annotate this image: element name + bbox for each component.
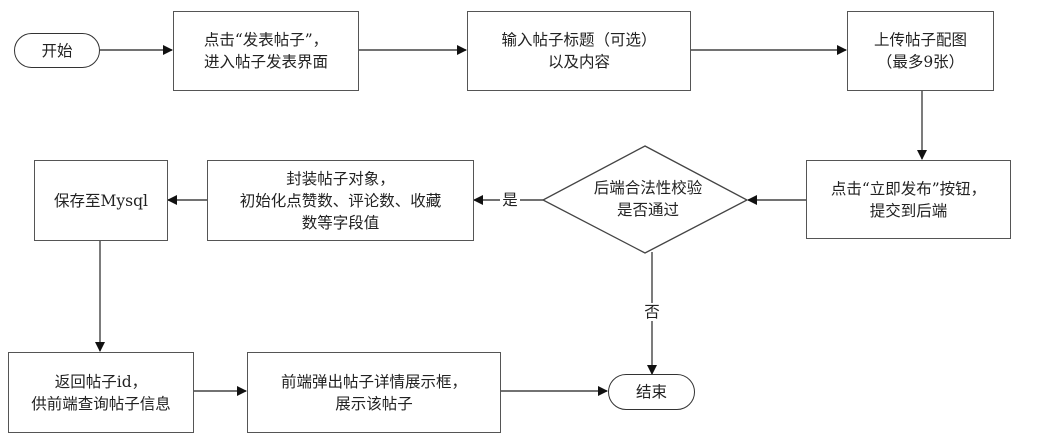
click-publish-line-2: 提交到后端 [869, 201, 948, 220]
start-label: 开始 [41, 41, 73, 60]
upload-images-line-1: 上传帖子配图 [873, 31, 967, 49]
input-title-step: 输入帖子标题（可选） 以及内容 [467, 11, 691, 91]
click-publish-step: 点击“立即发布”按钮， 提交到后端 [806, 160, 1011, 239]
upload-images-line-2: （最多9张） [876, 53, 965, 71]
return-id-line-1: 返回帖子id， [54, 372, 148, 391]
save-mysql-line-1: 保存至Mysql [54, 191, 148, 210]
wrap-object-line-2: 初始化点赞数、评论数、收藏 [239, 191, 442, 210]
upload-images-step: 上传帖子配图 （最多9张） [847, 11, 994, 91]
click-post-step: 点击“发表帖子”， 进入帖子发表界面 [173, 11, 359, 91]
show-detail-step: 前端弹出帖子详情展示框， 展示该帖子 [247, 352, 501, 433]
end-terminator: 结束 [608, 374, 695, 410]
click-publish-line-1: 点击“立即发布”按钮， [830, 179, 987, 198]
return-id-line-2: 供前端查询帖子信息 [31, 394, 171, 413]
click-post-line-1: 点击“发表帖子”， [203, 31, 329, 49]
validate-line-2: 是否通过 [616, 201, 679, 219]
decision-diamond-shape [541, 145, 749, 254]
start-terminator: 开始 [14, 33, 100, 68]
wrap-object-line-1: 封装帖子对象， [286, 169, 395, 188]
wrap-object-line-3: 数等字段值 [301, 213, 380, 232]
validate-decision: 后端合法性校验 是否通过 [573, 172, 723, 226]
show-detail-line-1: 前端弹出帖子详情展示框， [280, 372, 467, 391]
edge-label-yes: 是 [500, 191, 520, 209]
edge-label-no: 否 [643, 303, 661, 321]
show-detail-line-2: 展示该帖子 [335, 394, 413, 413]
input-title-line-1: 输入帖子标题（可选） [501, 31, 657, 49]
validate-line-1: 后端合法性校验 [593, 179, 703, 197]
input-title-line-2: 以及内容 [547, 53, 610, 71]
return-id-step: 返回帖子id， 供前端查询帖子信息 [8, 352, 194, 433]
end-label: 结束 [635, 383, 667, 401]
wrap-object-step: 封装帖子对象， 初始化点赞数、评论数、收藏 数等字段值 [207, 160, 474, 241]
click-post-line-2: 进入帖子发表界面 [203, 53, 328, 71]
save-mysql-step: 保存至Mysql [34, 160, 168, 241]
